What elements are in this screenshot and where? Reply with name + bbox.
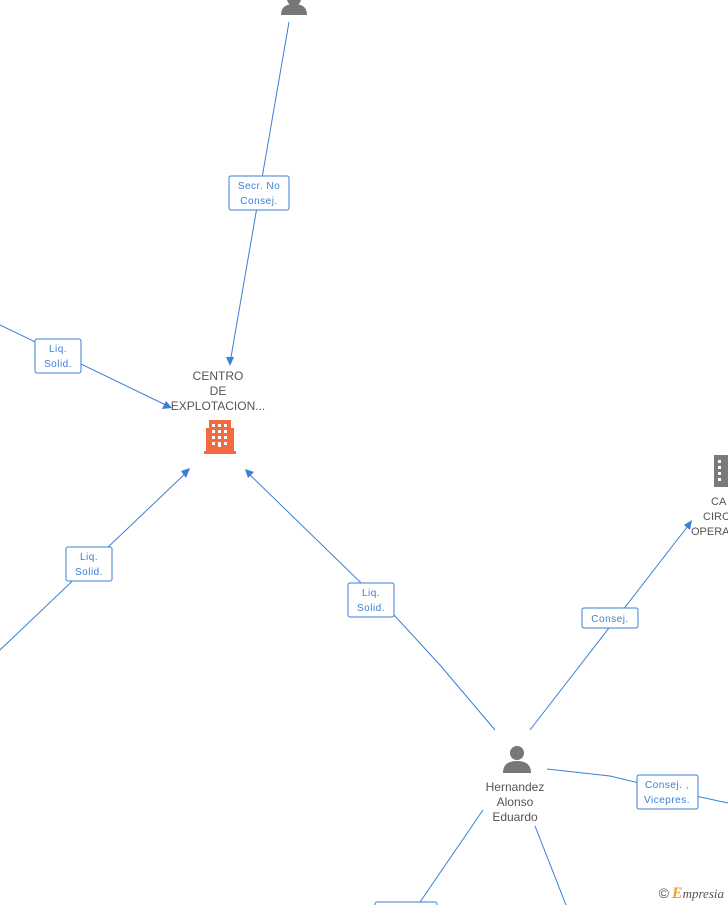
edge-hernandez-to-center: [245, 470, 496, 731]
edge-label-line: Consej. ,: [645, 780, 689, 791]
edge-label-line: Liq.: [362, 588, 380, 599]
edge-label-partial[interactable]: [374, 901, 438, 905]
company-name-line: CA: [711, 496, 727, 508]
arrowhead: [226, 357, 234, 366]
person-name-line: Hernandez: [486, 780, 545, 794]
person-icon[interactable]: [281, 0, 307, 15]
edge-label-liq-solid-lower-left[interactable]: Liq. Solid.: [65, 546, 113, 582]
edge-label-line: Vicepres.: [644, 795, 690, 806]
edge-label-line: Secr. No: [238, 181, 280, 192]
person-name-line: Alonso: [497, 795, 534, 809]
copyright-icon: ©: [658, 885, 669, 901]
edge-label-line: Liq.: [80, 552, 98, 563]
arrowhead: [684, 520, 692, 530]
company-name-line: CIRC: [703, 511, 728, 523]
arrowhead: [245, 469, 254, 478]
brand-initial: E: [671, 885, 683, 902]
arrowhead: [162, 401, 172, 409]
arrowhead: [181, 468, 190, 478]
company-node-right[interactable]: CA CIRC OPERA: [691, 455, 728, 538]
edge-label-liq-solid-hernandez[interactable]: Liq. Solid.: [347, 582, 395, 618]
company-name-line: OPERA: [691, 526, 728, 538]
person-name-line: Eduardo: [492, 810, 538, 824]
edge-label-liq-solid-left[interactable]: Liq. Solid.: [34, 338, 82, 374]
edge-left-to-center: [0, 324, 171, 408]
edge-label-line: Consej.: [240, 196, 277, 207]
empresia-watermark: ©Empresia: [659, 885, 724, 903]
building-icon: [714, 455, 728, 487]
edge-label-line: Solid.: [357, 603, 385, 614]
brand-name: mpresia: [682, 886, 724, 901]
company-name-line: EXPLOTACION...: [171, 399, 265, 413]
edge-label-line: Solid.: [44, 359, 72, 370]
person-node-hernandez[interactable]: Hernandez Alonso Eduardo: [486, 746, 545, 824]
edge-label-line: Solid.: [75, 567, 103, 578]
building-icon: [204, 420, 236, 454]
edge-hernandez-to-lower-left: [417, 809, 484, 905]
company-name-line: DE: [210, 384, 227, 398]
edge-label-secr-no-consej[interactable]: Secr. No Consej.: [228, 175, 290, 211]
person-icon: [503, 746, 531, 773]
edge-label-line: Consej.: [591, 614, 628, 625]
edge-hernandez-to-bottom: [534, 825, 567, 905]
edge-label-consej[interactable]: Consej.: [581, 607, 639, 629]
company-node-center[interactable]: CENTRO DE EXPLOTACION...: [171, 369, 265, 454]
edge-label-consej-vicepres[interactable]: Consej. , Vicepres.: [636, 774, 699, 810]
company-name-line: CENTRO: [193, 369, 244, 383]
edge-label-line: Liq.: [49, 344, 67, 355]
